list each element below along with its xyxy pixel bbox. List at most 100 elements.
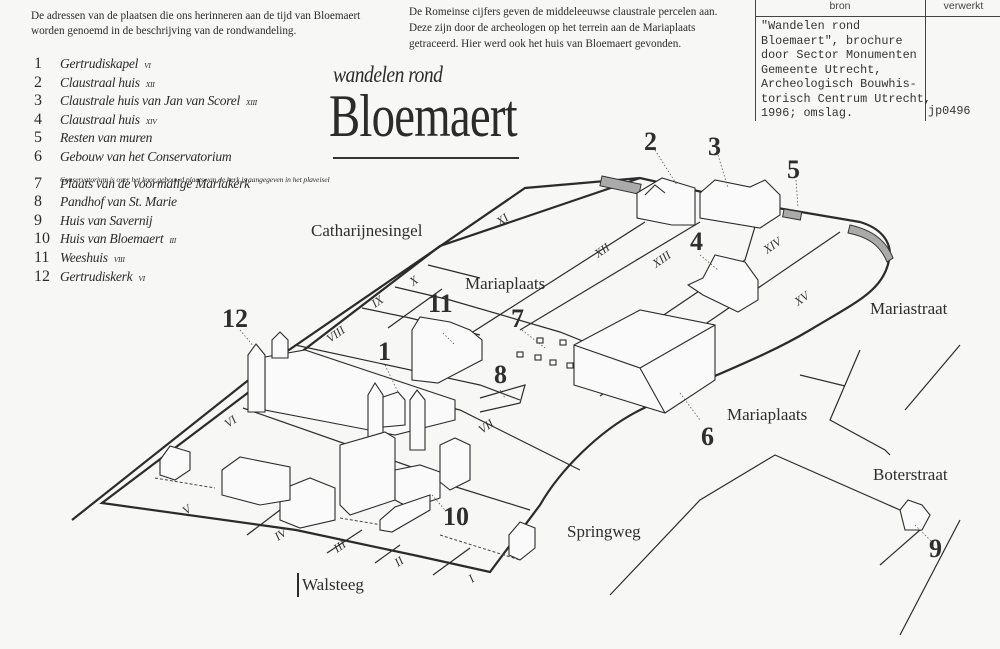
- parcel-line: [519, 221, 701, 331]
- church-outline-marker: [566, 362, 574, 369]
- legend-label: Gebouw van het Conservatorium: [60, 149, 237, 165]
- map-marker-2: 2: [644, 127, 657, 156]
- parcel-label-I: I: [465, 571, 478, 586]
- parcel-label-XIV: XIV: [760, 233, 785, 257]
- intro-text-parcels: De Romeinse cijfers geven de middeleeuws…: [409, 4, 749, 52]
- legend-number: 11: [34, 248, 50, 266]
- legend-label: Huis van Bloemaert III: [60, 231, 176, 247]
- parcel-line: [374, 544, 401, 564]
- street-label-mariaplaats-north: Mariaplaats: [465, 274, 545, 293]
- map-marker-9: 9: [929, 534, 942, 563]
- map-marker-3: 3: [708, 132, 721, 161]
- parcel-line: [479, 384, 526, 413]
- legend-number: 12: [34, 267, 50, 285]
- legend-parcel: VI: [138, 273, 145, 283]
- intro-left-line: De adressen van de plaatsen die ons heri…: [31, 10, 361, 22]
- building-1: [382, 391, 406, 428]
- legend-label-text: Gertrudiskerk: [60, 268, 133, 284]
- legend-label: Huis van Savernij: [60, 213, 158, 229]
- parcel-label-VI: VI: [222, 412, 240, 431]
- legend-parcel: XIII: [245, 98, 257, 108]
- dashed-line: [154, 477, 216, 489]
- legend-parcel: XIV: [145, 116, 157, 126]
- leader-line: [384, 364, 399, 393]
- map-marker-6: 6: [701, 422, 714, 451]
- legend-number: 3: [34, 92, 42, 110]
- legend-number: 7: [34, 174, 42, 192]
- leader-line: [442, 332, 456, 346]
- building-cluster: [439, 437, 471, 491]
- parcel-line: [246, 509, 281, 536]
- legend-label: Gertrudiskerk VI: [60, 269, 145, 285]
- street-label-mariaplaats-south: Mariaplaats: [727, 405, 807, 424]
- leader-line: [699, 254, 719, 271]
- catharijnesingel-edge: [71, 176, 641, 521]
- parcel-line: [432, 547, 471, 576]
- street-line: [899, 519, 961, 636]
- legend-label-text: Huis van Bloemaert: [60, 231, 164, 247]
- map-marker-11: 11: [428, 289, 453, 318]
- building-2-roof: [644, 184, 666, 196]
- legend-label-text: Pandhof van St. Marie: [60, 194, 177, 210]
- street-line: [879, 529, 921, 566]
- legend-parcel: XII: [145, 79, 155, 89]
- tower: [247, 343, 266, 413]
- leader-line: [499, 389, 506, 399]
- parcel-label-XII: XII: [591, 240, 613, 261]
- legend-number: 10: [34, 230, 50, 248]
- map-marker-7: 7: [511, 304, 524, 333]
- legend-note: Conservatorium is over het koor gebouwd …: [60, 175, 330, 184]
- intro-text-addresses: De adressen van de plaatsen die ons heri…: [31, 9, 401, 39]
- legend-label-text: Plaats van de voormalige Mariakerk: [60, 175, 250, 191]
- title-main: Bloemaert: [329, 83, 518, 149]
- map-marker-10: 10: [443, 502, 469, 531]
- parcel-line: [394, 286, 451, 301]
- divider: [925, 0, 926, 121]
- building-4: [686, 254, 759, 313]
- building-9: [899, 499, 931, 531]
- parcel-line: [387, 288, 443, 329]
- street-label-walsteeg: Walsteeg: [302, 575, 364, 594]
- small-house: [159, 445, 191, 481]
- parcel-label-XV: XV: [791, 288, 813, 309]
- legend-number: 2: [34, 73, 42, 91]
- intro-left-line: worden genoemd in de beschrijving van de…: [31, 25, 297, 37]
- legend-label: Resten van muren: [60, 130, 158, 146]
- building-cluster: [379, 494, 431, 533]
- street-label-springweg: Springweg: [567, 522, 641, 541]
- building-3: [699, 179, 781, 229]
- dashed-line: [439, 534, 521, 561]
- building-2: [636, 177, 696, 226]
- building-cluster: [221, 456, 291, 506]
- legend-parcel: VI: [144, 61, 151, 70]
- wall-remnant: [847, 224, 894, 263]
- street-line: [609, 454, 901, 596]
- title-underline: [333, 157, 519, 159]
- divider: [755, 0, 756, 121]
- processed-header: verwerkt: [943, 0, 984, 12]
- building-11: [411, 316, 483, 384]
- source-stamp: bron verwerkt "Wandelen rond Bloemaert",…: [755, 0, 1000, 121]
- legend-label: Plaats van de voormalige Mariakerk: [60, 176, 256, 192]
- legend-label: Pandhof van St. Marie: [60, 194, 183, 210]
- legend-label-text: Huis van Savernij: [60, 212, 153, 228]
- legend-number: 9: [34, 211, 42, 229]
- intro-right-line: Deze zijn door de archeologen op het ter…: [409, 22, 696, 34]
- building-cluster: [339, 431, 396, 516]
- street-line: [829, 349, 891, 456]
- leader-line: [521, 329, 546, 349]
- map-marker-4: 4: [690, 227, 703, 256]
- building-cluster: [279, 477, 336, 529]
- legend-label-text: Weeshuis: [60, 249, 108, 265]
- source-citation: "Wandelen rond Bloemaert", brochure door…: [761, 19, 931, 120]
- legend-label-text: Gebouw van het Conservatorium: [60, 148, 232, 164]
- legend-parcel: III: [169, 236, 176, 246]
- church-outline-marker: [534, 354, 542, 361]
- street-label-catharijnesingel: Catharijnesingel: [311, 221, 423, 240]
- leader-line: [795, 179, 799, 209]
